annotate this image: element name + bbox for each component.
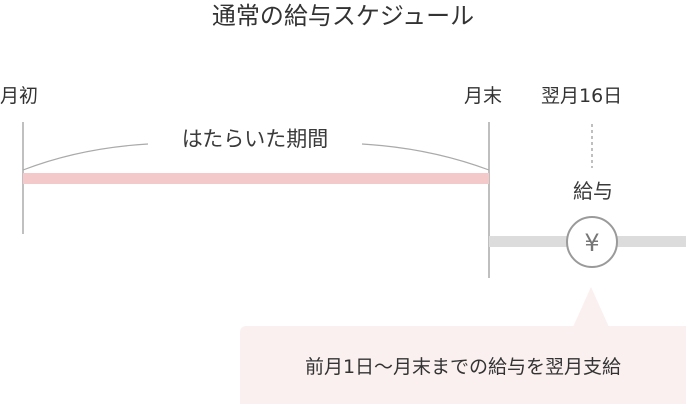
label-work-period: はたらいた期間 [181, 127, 329, 151]
diagram-title: 通常の給与スケジュール [211, 2, 475, 30]
label-payday: 翌月16日 [541, 85, 623, 107]
callout-pointer [573, 287, 609, 327]
label-month-start: 月初 [0, 85, 39, 107]
callout-box [240, 326, 686, 404]
label-month-end: 月末 [464, 85, 503, 107]
period-bracket-right [361, 143, 490, 171]
period-bracket-left [22, 143, 149, 171]
work-period-bar [23, 173, 489, 184]
callout-text: 前月1日〜月末までの給与を翌月支給 [304, 355, 622, 378]
label-salary: 給与 [573, 179, 613, 203]
yen-coin-icon: ¥ [566, 216, 618, 268]
yen-symbol: ¥ [584, 229, 599, 257]
